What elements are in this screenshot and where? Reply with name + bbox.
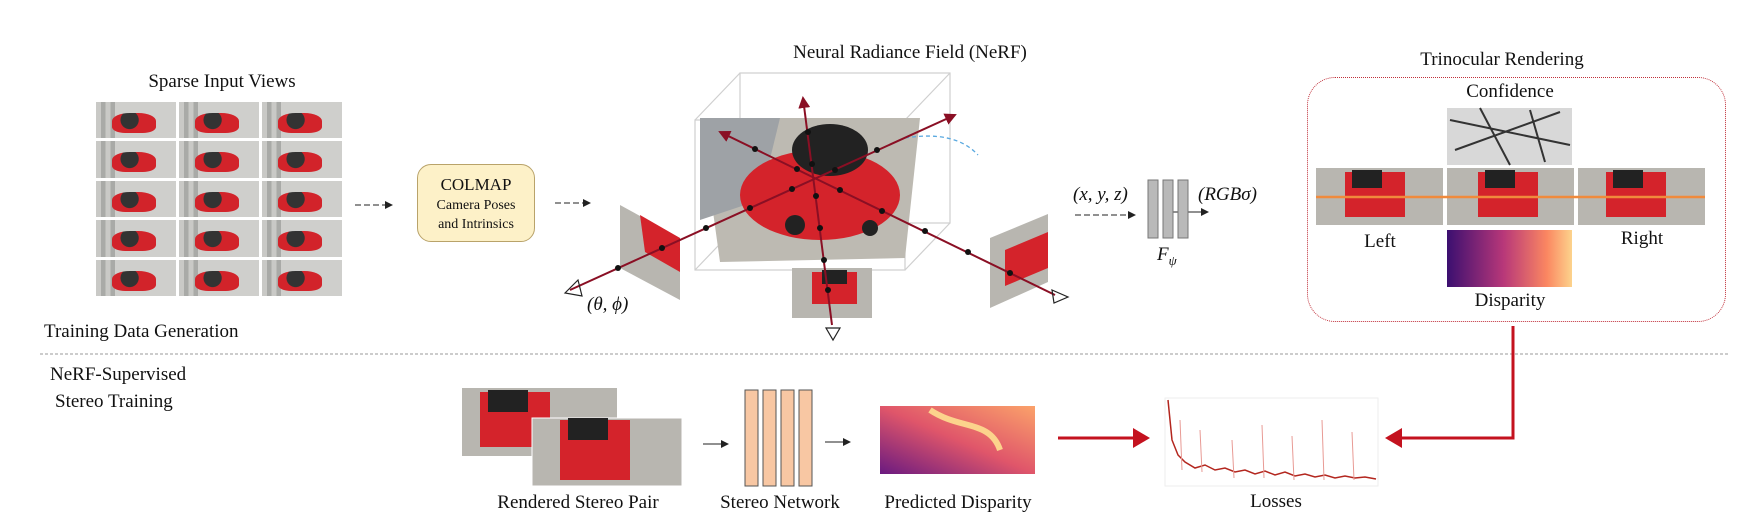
input-view-thumb xyxy=(96,220,176,257)
input-view-thumb xyxy=(179,180,259,218)
input-view-thumb xyxy=(179,141,259,178)
colmap-title: COLMAP xyxy=(440,175,512,194)
input-view-thumb xyxy=(96,141,176,178)
input-view-thumb xyxy=(179,259,259,296)
stereo-training-label-line1: NeRF-Supervised xyxy=(50,364,187,385)
sparse-input-views-grid xyxy=(96,102,342,296)
training-data-generation-label: Training Data Generation xyxy=(44,321,239,342)
confidence-label: Confidence xyxy=(1466,81,1554,102)
trinocular-frame xyxy=(1307,77,1726,322)
input-view-thumb xyxy=(179,220,259,257)
mlp-name-sub: ψ xyxy=(1168,252,1177,268)
view-image-right xyxy=(990,214,1048,308)
rendered-stereo-pair-label: Rendered Stereo Pair xyxy=(497,492,659,513)
input-view-thumb xyxy=(96,180,176,218)
view-image-left xyxy=(620,205,680,300)
stereo-pair-images xyxy=(462,388,683,487)
arrow-trino-to-losses xyxy=(1400,326,1515,440)
input-view-thumb xyxy=(262,180,342,218)
right-label: Right xyxy=(1620,228,1664,249)
mlp-name: Fψ xyxy=(1157,244,1177,269)
input-view-thumb xyxy=(262,259,342,296)
predicted-disparity-image xyxy=(880,406,1035,474)
stereo-network-label: Stereo Network xyxy=(720,492,840,513)
ray-sample-points xyxy=(615,129,1013,293)
losses-label: Losses xyxy=(1250,491,1302,512)
sparse-views-title: Sparse Input Views xyxy=(148,71,296,92)
mlp-output-label: (RGBσ) xyxy=(1198,184,1257,205)
trinocular-title: Trinocular Rendering xyxy=(1420,49,1584,70)
camera-icon-left xyxy=(563,278,583,297)
input-view-thumb xyxy=(262,102,342,139)
mlp-name-main: F xyxy=(1157,244,1169,265)
predicted-disparity-label: Predicted Disparity xyxy=(884,492,1032,513)
mlp-bar-2 xyxy=(1162,179,1174,239)
stereo-training-label-line2: Stereo Training xyxy=(55,391,173,412)
mlp-bar-3 xyxy=(1177,179,1189,239)
view-image-bottom xyxy=(792,268,872,318)
camera-icon-bottom xyxy=(824,327,842,342)
input-view-thumb xyxy=(262,141,342,178)
colmap-line2: and Intrinsics xyxy=(438,217,514,232)
stereo-network-blocks xyxy=(744,389,813,487)
input-view-thumb xyxy=(179,102,259,139)
left-label: Left xyxy=(1364,231,1396,252)
losses-plot xyxy=(1164,397,1379,487)
input-view-thumb xyxy=(96,259,176,296)
input-view-thumb xyxy=(262,220,342,257)
nerf-title: Neural Radiance Field (NeRF) xyxy=(793,42,1027,63)
mlp-bar-1 xyxy=(1147,179,1159,239)
camera-icon-right xyxy=(1051,289,1070,304)
mlp-input-label: (x, y, z) xyxy=(1073,184,1128,205)
nerf-scene-image xyxy=(700,118,920,262)
colmap-line1: Camera Poses xyxy=(436,198,516,213)
camera-trajectory xyxy=(904,135,979,156)
view-direction-label: (θ, ϕ) xyxy=(587,294,629,315)
disparity-image xyxy=(1447,230,1572,287)
input-view-thumb xyxy=(96,102,176,139)
colmap-box: COLMAP Camera Poses and Intrinsics xyxy=(417,164,535,242)
disparity-label: Disparity xyxy=(1474,290,1546,311)
confidence-image xyxy=(1447,107,1572,166)
